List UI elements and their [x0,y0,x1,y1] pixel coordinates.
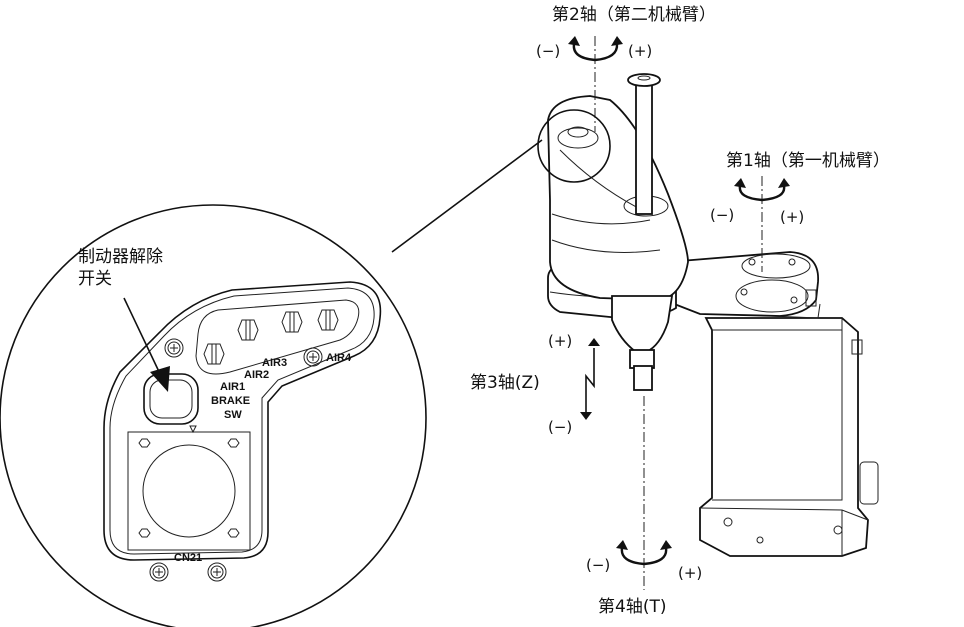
label-air4: AIR4 [326,352,352,364]
brake-switch-pointer-arrow [123,297,170,392]
label-air1: AIR1 [220,381,245,393]
axis2-title: 第2轴（第二机械臂） [552,5,716,25]
axis4-plus-sign: (+) [678,564,702,582]
screw-icon [149,562,169,582]
axis4-title: 第4轴(T) [598,597,666,617]
robot-illustration [547,73,879,557]
axis1-rotation-arrow [734,178,790,202]
brake-panel: AIR1 AIR2 AIR3 AIR4 BRAKE SW CN21 [103,281,382,582]
label-sw: SW [224,409,242,421]
axis4-minus-sign: (−) [586,556,610,574]
label-brake: BRAKE [211,395,250,407]
axis3-zigzag-arrow [580,338,600,420]
axis3-title: 第3轴(Z) [470,373,540,393]
brake-switch-label-line2: 开关 [78,269,112,289]
axis2-rotation-arrow [568,36,623,62]
axis4-rotation-arrow [616,540,672,566]
label-air2: AIR2 [244,369,269,381]
callout-leader-line [391,139,543,253]
axis3-minus-sign: (−) [548,418,572,436]
axis3-plus-sign: (+) [548,332,572,350]
cn21-connector [127,431,251,551]
air-fitting-4 [317,309,339,331]
screw-icon [303,347,323,367]
axis2-minus-sign: (−) [536,42,560,60]
label-cn21: CN21 [174,552,202,564]
air-fitting-3 [281,311,303,333]
air-fitting-2 [237,319,259,341]
air-fitting-1 [203,343,225,365]
detail-callout-circle [537,109,611,183]
screw-icon [164,338,184,358]
axis2-plus-sign: (+) [628,42,652,60]
label-air3: AIR3 [262,357,287,369]
axis1-title: 第1轴（第一机械臂） [726,151,890,171]
axis1-plus-sign: (+) [780,208,804,226]
detail-magnified-circle [0,204,427,627]
screw-icon [207,562,227,582]
brake-switch-label-line1: 制动器解除 [78,247,163,267]
brake-release-switch [143,373,199,434]
axis1-minus-sign: (−) [710,206,734,224]
